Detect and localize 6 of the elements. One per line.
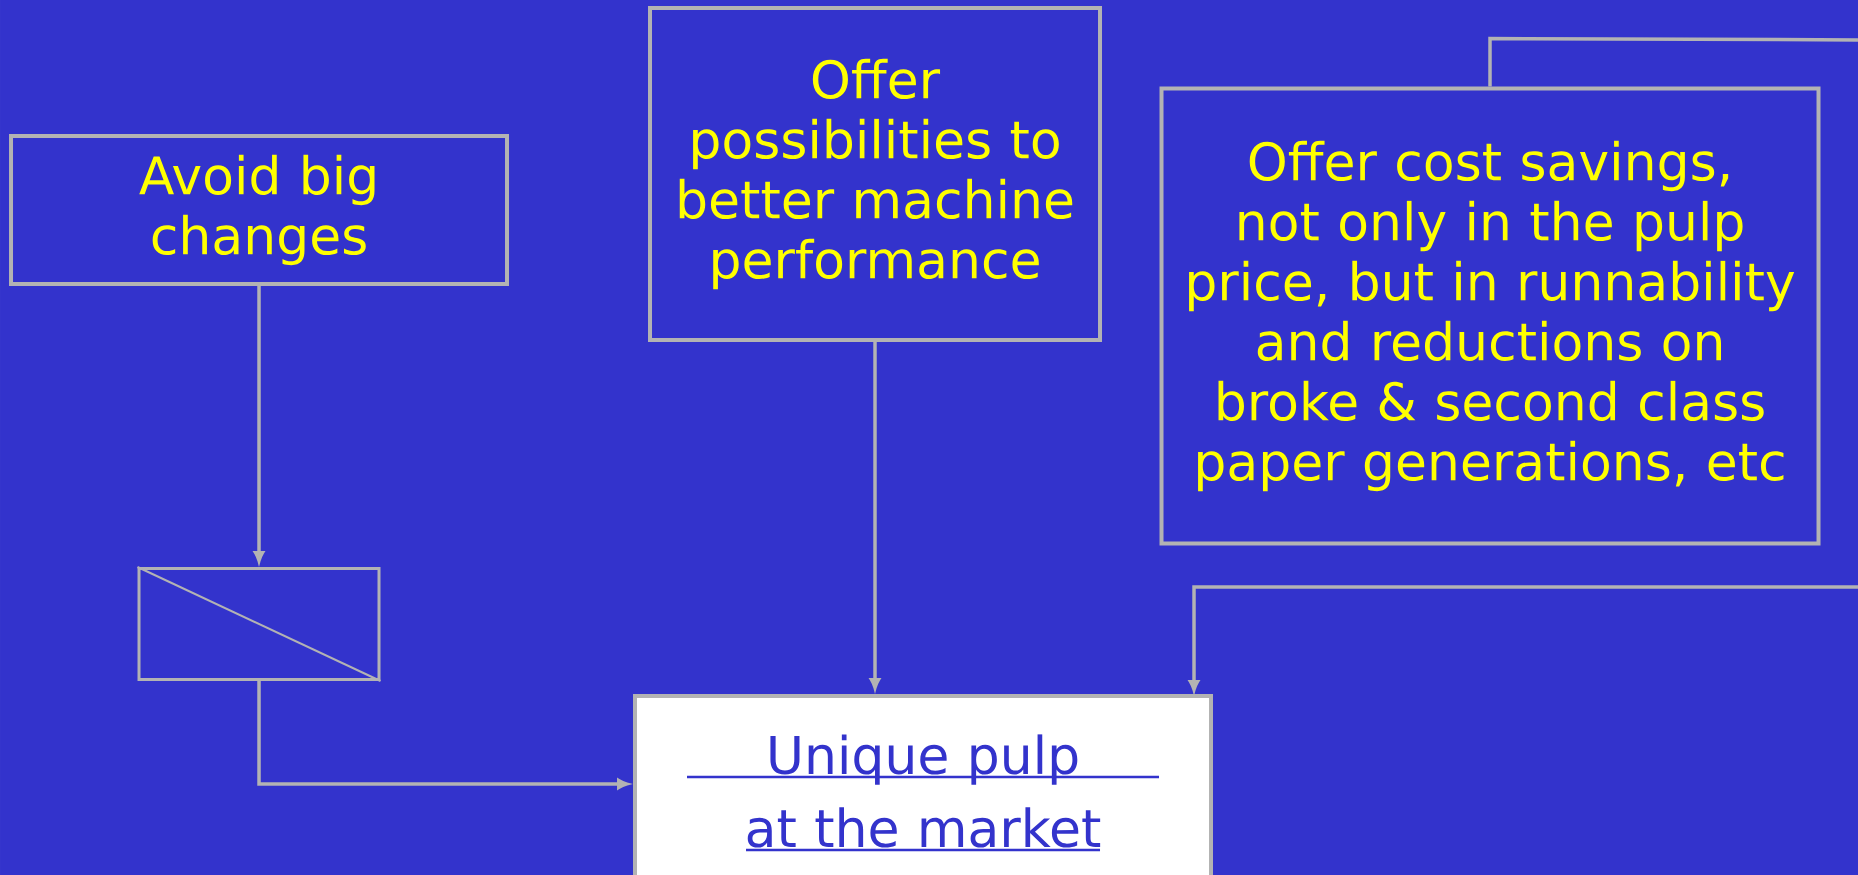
text-box: Offer cost savings, not only in the pulp price, but in runnability and reductions on broke & second class paper generations, etc: [1159, 86, 1821, 546]
text-box: Offer possibilities to better machine performance: [648, 6, 1102, 342]
link-box: Unique pulp at the market: [633, 694, 1213, 875]
arrow: [1188, 36, 1858, 692]
text-box: Avoid big changes: [9, 134, 509, 286]
empty-box: [136, 566, 382, 682]
